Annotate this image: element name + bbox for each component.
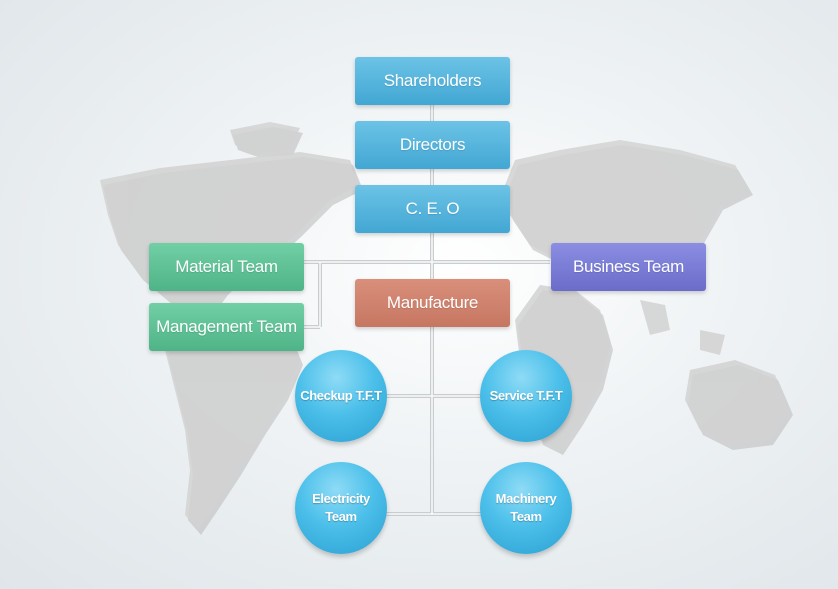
material-team-node: Material Team (149, 243, 304, 291)
checkup-tft-node: Checkup T.F.T (295, 350, 387, 442)
machinery-team-node: Machinery Team (480, 462, 572, 554)
manufacture-node: Manufacture (355, 279, 510, 327)
service-tft-node: Service T.F.T (480, 350, 572, 442)
electricity-team-node: Electricity Team (295, 462, 387, 554)
shareholders-node: Shareholders (355, 57, 510, 105)
directors-node: Directors (355, 121, 510, 169)
business-team-node: Business Team (551, 243, 706, 291)
management-team-node: Management Team (149, 303, 304, 351)
ceo-node: C. E. O (355, 185, 510, 233)
